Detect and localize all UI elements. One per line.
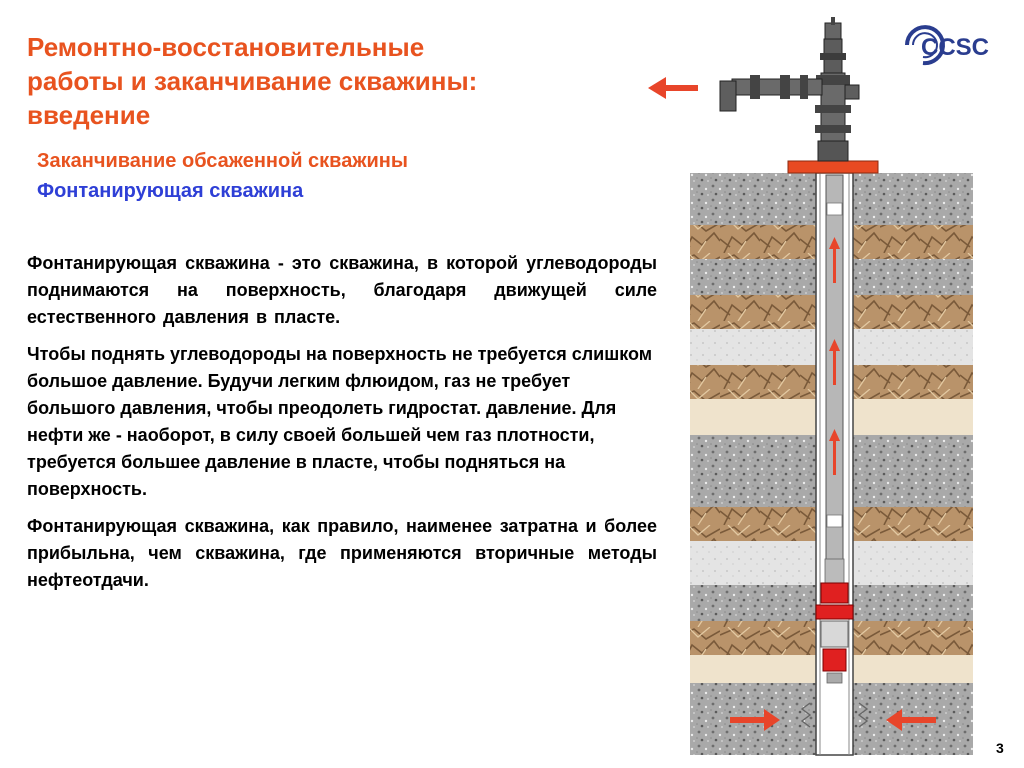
christmas-tree-wellhead-icon	[719, 17, 879, 174]
title-line-3: введение	[27, 100, 151, 130]
paragraph-1: Фонтанирующая скважина - это скважина, в…	[27, 253, 657, 327]
subtitle-cased-completion: Заканчивание обсаженной скважины	[37, 150, 408, 172]
perforations	[800, 702, 869, 728]
inflow-arrows	[730, 709, 936, 731]
flow-arrow-icon	[829, 237, 840, 475]
slide-title: Ремонтно-восстановительные работы и зака…	[27, 30, 587, 132]
title-line-2: работы и заканчивание скважины:	[27, 66, 478, 96]
title-line-1: Ремонтно-восстановительные	[27, 32, 425, 62]
packer-icon	[815, 558, 854, 684]
subtitle-flowing-well: Фонтанирующая скважина	[37, 180, 304, 202]
production-arrow-icon	[648, 77, 698, 99]
paragraph-3: Фонтанирующая скважина, как правило, наи…	[27, 516, 657, 590]
body-text: Фонтанирующая скважина - это скважина, в…	[27, 250, 657, 604]
logo-text: CCSC	[921, 34, 989, 61]
ccsc-logo-icon: CCSC	[905, 25, 989, 66]
formation-right	[853, 173, 973, 755]
page-number: 3	[996, 740, 1004, 756]
formation-left	[690, 173, 816, 755]
well-diagram	[648, 17, 973, 756]
subtitle-block: Заканчивание обсаженной скважины Фонтани…	[37, 146, 637, 206]
paragraph-2: Чтобы поднять углеводороды на поверхност…	[27, 344, 653, 499]
